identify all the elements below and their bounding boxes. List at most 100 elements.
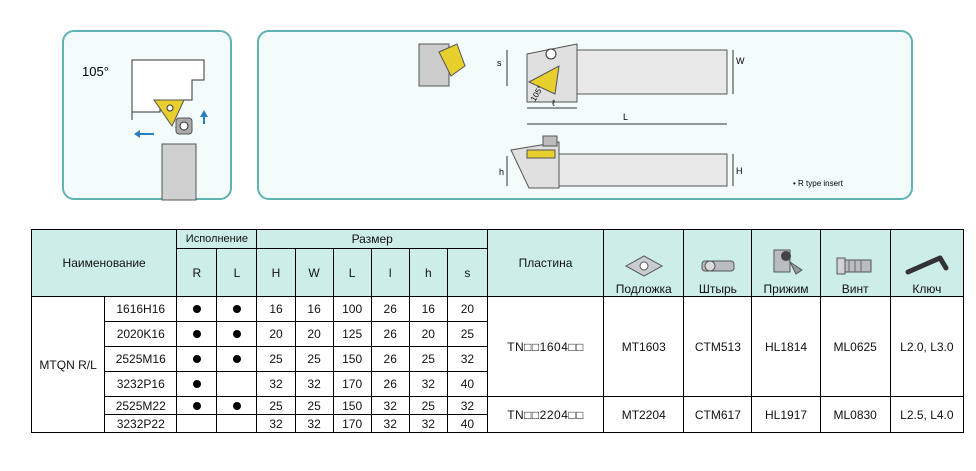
- shim-header: Подложка: [603, 229, 685, 297]
- cell-L: 125: [332, 321, 372, 347]
- available-dot: [192, 305, 201, 313]
- cell-l: 32: [370, 414, 410, 433]
- dimension-diagram-panel: W s 105° ℓ L h H • R type insert: [257, 30, 913, 200]
- insert-header: Пластина: [486, 229, 605, 297]
- screw-label: Винт: [841, 282, 869, 296]
- exec-r-cell: [176, 296, 218, 322]
- size-col-H: H: [256, 248, 296, 297]
- cell-s: 40: [446, 371, 488, 397]
- screw-icon: [836, 257, 872, 275]
- size-header: Размер: [256, 229, 488, 249]
- available-dot: [232, 305, 241, 313]
- dim-H-label: H: [736, 166, 743, 176]
- cell-W: 32: [294, 371, 334, 397]
- cell-W: 25: [294, 346, 334, 372]
- shim-icon: [624, 255, 663, 277]
- available-dot: [192, 330, 201, 338]
- cell-h: 32: [408, 371, 448, 397]
- cell-L: 150: [332, 396, 372, 415]
- pin-cell: CTM513: [683, 296, 753, 397]
- family-cell: MTQN R/L: [30, 296, 106, 433]
- table-row: 3232P22 32 32 170 32 32 40: [32, 414, 964, 433]
- cell-W: 16: [294, 296, 334, 322]
- pin-cell: CTM617: [683, 396, 753, 433]
- exec-l-cell: [216, 346, 258, 372]
- cell-s: 20: [446, 296, 488, 322]
- cell-s: 25: [446, 321, 488, 347]
- angle-label: 105°: [82, 64, 109, 79]
- shim-label: Подложка: [615, 282, 672, 296]
- cell-L: 170: [332, 414, 372, 433]
- dimension-diagram: W s 105° ℓ L h H • R type insert: [418, 43, 844, 189]
- clamp-label: Прижим: [763, 282, 809, 296]
- dim-h-label: h: [499, 167, 504, 177]
- exec-l-cell: [216, 296, 258, 322]
- screw-cell: ML0830: [819, 396, 891, 433]
- exec-l-cell: [216, 371, 258, 397]
- cell-h: 32: [408, 414, 448, 433]
- key-cell: L2.5, L4.0: [889, 396, 965, 433]
- cell-H: 25: [256, 346, 296, 372]
- name-header: Наименование: [30, 229, 178, 297]
- clamp-header: Прижим: [751, 229, 821, 297]
- cell-h: 16: [408, 296, 448, 322]
- cell-h: 25: [408, 346, 448, 372]
- cell-s: 32: [446, 396, 488, 415]
- cell-H: 20: [256, 321, 296, 347]
- table-row: 3232P16 32 32 170 26 32 40: [32, 371, 964, 397]
- cell-W: 20: [294, 321, 334, 347]
- cell-l: 32: [370, 396, 410, 415]
- cell-L: 150: [332, 346, 372, 372]
- exec-l-cell: [216, 414, 258, 433]
- exec-l-cell: [216, 396, 258, 415]
- pin-label: Штырь: [698, 282, 737, 296]
- table-row: MTQN R/L 1616H16 16 16 100 26 16 20 TN□□…: [30, 296, 965, 433]
- cell-H: 25: [256, 396, 296, 415]
- code-cell: 2020K16: [104, 321, 178, 347]
- execution-header: Исполнение: [176, 229, 258, 249]
- code-cell: 3232P16: [104, 371, 178, 397]
- cell-L: 100: [332, 296, 372, 322]
- screw-cell: ML0625: [819, 296, 891, 397]
- cell-h: 20: [408, 321, 448, 347]
- exec-col-L: L: [216, 248, 258, 297]
- code-cell: 2525M16: [104, 346, 178, 372]
- insert-cell: TN□□2204□□: [486, 396, 605, 433]
- shim-cell: MT1603: [603, 296, 685, 397]
- dim-s-label: s: [497, 58, 502, 68]
- cell-l: 26: [370, 321, 410, 347]
- exec-r-cell: [176, 321, 218, 347]
- available-dot: [192, 355, 201, 363]
- available-dot: [192, 380, 201, 388]
- key-label: Ключ: [912, 282, 942, 296]
- table-row: 2020K16 20 20 125 26 20 25: [32, 321, 964, 347]
- available-dot: [232, 330, 241, 338]
- shim-cell: MT2204: [603, 396, 685, 433]
- dim-l-small-label: ℓ: [552, 98, 556, 108]
- exec-r-cell: [176, 346, 218, 372]
- cell-H: 32: [256, 414, 296, 433]
- cell-l: 26: [370, 371, 410, 397]
- pin-icon: [701, 260, 735, 272]
- key-cell: L2.0, L3.0: [889, 296, 965, 397]
- size-col-h: h: [408, 248, 448, 297]
- insert-type-note: • R type insert: [793, 179, 844, 188]
- code-cell: 1616H16: [104, 296, 178, 322]
- cell-l: 26: [370, 346, 410, 372]
- exec-col-R: R: [176, 248, 218, 297]
- cell-W: 25: [294, 396, 334, 415]
- exec-r-cell: [176, 371, 218, 397]
- cell-W: 32: [294, 414, 334, 433]
- cell-h: 25: [408, 396, 448, 415]
- exec-l-cell: [216, 321, 258, 347]
- available-dot: [192, 401, 201, 410]
- size-col-l: l: [370, 248, 410, 297]
- dim-w-label: W: [736, 56, 745, 66]
- cell-s: 32: [446, 346, 488, 372]
- exec-r-cell: [176, 414, 218, 433]
- orientation-diagram-panel: 105°: [62, 30, 232, 201]
- spec-table: Наименование Исполнение Размер Пластина …: [30, 229, 965, 433]
- cell-H: 32: [256, 371, 296, 397]
- cell-l: 26: [370, 296, 410, 322]
- dim-L-label: L: [623, 112, 628, 122]
